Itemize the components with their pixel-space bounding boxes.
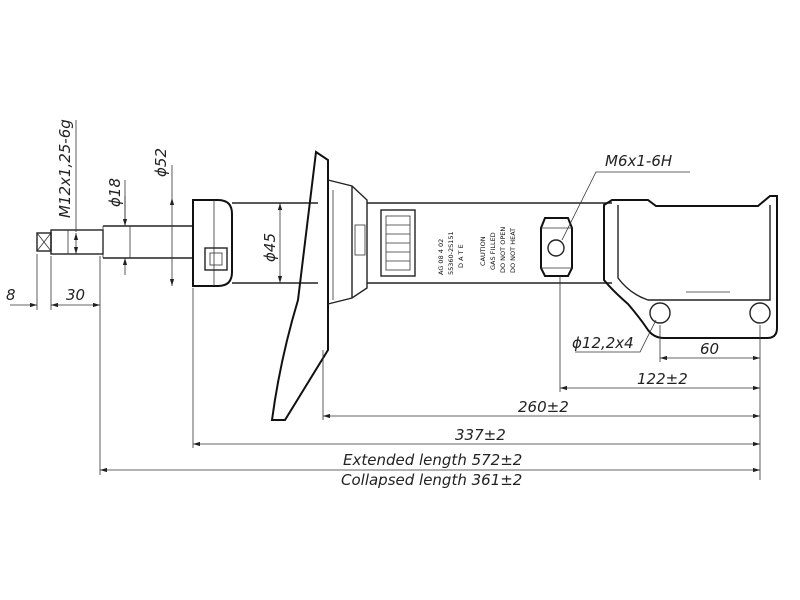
- dim-body-diameter: ϕ52: [152, 148, 170, 177]
- dim-tube-diameter: ϕ45: [261, 233, 279, 262]
- dim-body-length: 337±2: [455, 426, 506, 444]
- dim-thread-rod: M12x1,25-6g: [56, 119, 74, 218]
- caution-line2: GAS FILLED: [489, 232, 497, 270]
- caution-line3: DO NOT OPEN: [499, 227, 507, 273]
- dim-rod-diameter: ϕ18: [106, 178, 124, 207]
- date-line: D A T E: [457, 244, 465, 268]
- part-number-line1: AG 08 4 02: [437, 239, 445, 275]
- dim-bracket-length: 122±2: [637, 370, 688, 388]
- lower-cylinder: [367, 202, 612, 284]
- dim-hole-spacing: 60: [700, 340, 719, 358]
- dim-extended-length: Extended length 572±2: [343, 451, 522, 469]
- dim-collapsed-length: Collapsed length 361±2: [341, 471, 522, 489]
- spring-seat: [270, 150, 368, 421]
- caution-line1: CAUTION: [479, 236, 487, 266]
- dimension-labels: M12x1,25-6g ϕ18 ϕ52 ϕ45 8 30 M6x1-6H ϕ12…: [6, 119, 719, 489]
- dim-spring-seat-length: 260±2: [518, 398, 569, 416]
- upper-cap: [192, 199, 233, 287]
- extension-lines: [36, 120, 761, 480]
- part-number-line2: 55360-2S151: [447, 231, 455, 275]
- dim-top-length: 30: [66, 286, 85, 304]
- dim-bracket-holes: ϕ12,2x4: [572, 334, 634, 352]
- dim-bracket-thread: M6x1-6H: [605, 152, 672, 170]
- main-tube: [232, 202, 318, 284]
- knuckle-bracket: [603, 195, 778, 339]
- label-text-block: AG 08 4 02 55360-2S151 D A T E CAUTION G…: [437, 227, 517, 275]
- dimension-lines: [10, 171, 760, 473]
- piston-rod: [36, 225, 193, 259]
- caution-line4: DO NOT HEAT: [509, 228, 517, 273]
- dim-top-offset: 8: [6, 286, 16, 304]
